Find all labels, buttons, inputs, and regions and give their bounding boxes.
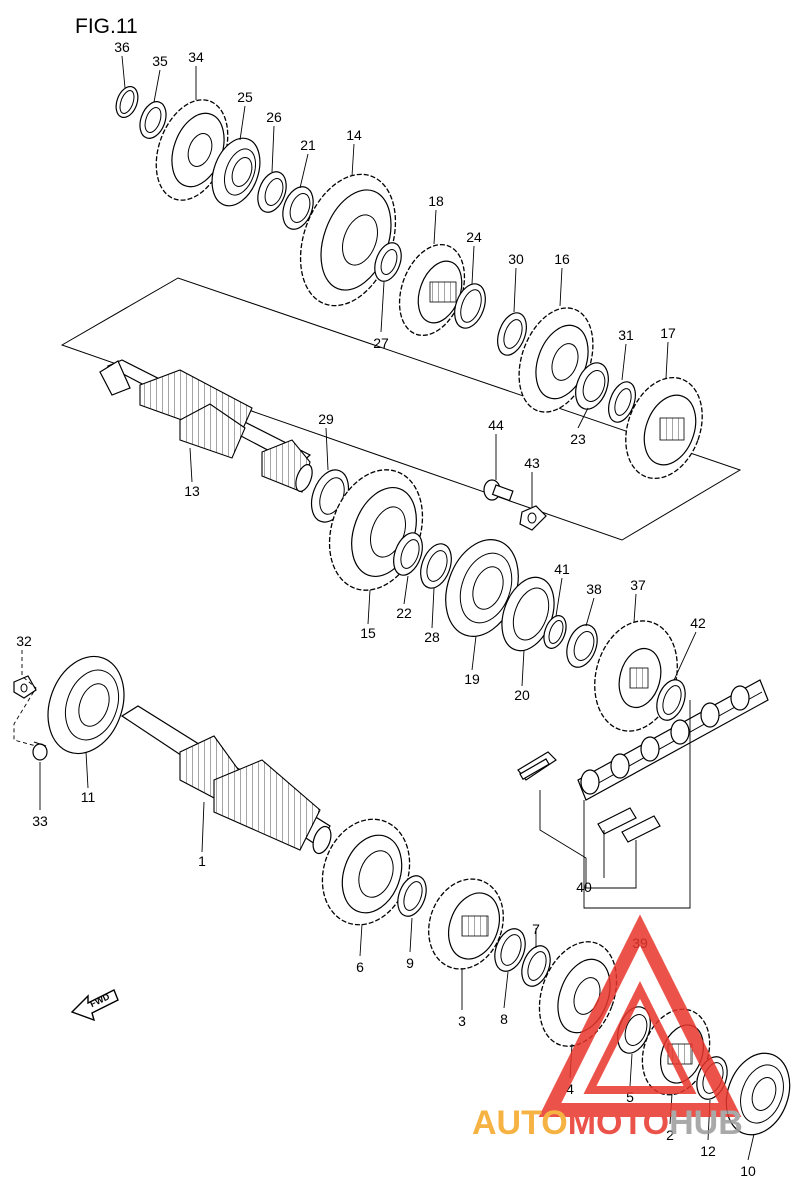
part-3-gear — [428, 878, 504, 970]
callout-1: 1 — [198, 853, 206, 869]
callout-43: 43 — [524, 455, 540, 471]
callout-31: 31 — [618, 327, 634, 343]
callout-33: 33 — [32, 813, 48, 829]
part-18-gear — [398, 244, 466, 336]
part-32-retainer — [13, 675, 37, 699]
part-10-bearing — [725, 1052, 791, 1136]
watermark-text: AUTOMOTOHUB — [472, 1104, 743, 1142]
callout-23: 23 — [570, 431, 586, 447]
callout-28: 28 — [424, 629, 440, 645]
part-25-bearing — [211, 137, 261, 207]
part-27-washer — [374, 242, 402, 282]
callout-16: 16 — [554, 251, 570, 267]
callout-6: 6 — [356, 959, 364, 975]
part-31-washer — [608, 381, 636, 423]
callout-7: 7 — [532, 921, 540, 937]
callout-36: 36 — [114, 39, 130, 55]
part-38-spacer — [566, 624, 598, 668]
part-8-washer — [494, 928, 526, 972]
part-44-bolt — [483, 479, 514, 502]
callout-29: 29 — [318, 411, 334, 427]
callout-27: 27 — [373, 335, 389, 351]
part-34-gear — [155, 99, 229, 201]
callout-22: 22 — [396, 605, 412, 621]
callout-34: 34 — [188, 49, 204, 65]
callout-24: 24 — [466, 229, 482, 245]
part-14-gear — [299, 173, 397, 307]
part-33-screw — [32, 741, 48, 761]
part-22-bushing — [393, 532, 423, 576]
countershaft-assembly-outline — [60, 277, 742, 541]
callout-2: 2 — [666, 1127, 674, 1143]
callout-5: 5 — [626, 1089, 634, 1105]
part-11-bearing — [47, 655, 125, 755]
callout-40: 40 — [576, 879, 592, 895]
callout-30: 30 — [508, 251, 524, 267]
part-37-sprocket — [594, 620, 678, 732]
figure-title: FIG.11 — [75, 15, 138, 38]
part-7-circlip — [521, 945, 551, 987]
callout-3: 3 — [458, 1013, 466, 1029]
part-41-o-ring — [543, 615, 567, 649]
part-23-bushing — [575, 362, 609, 410]
watermark-logo-icon — [538, 914, 742, 1117]
part-39-drive-chain — [577, 679, 769, 801]
part-20-oil-seal — [501, 576, 555, 652]
callout-38: 38 — [586, 581, 602, 597]
part-30-washer — [497, 312, 527, 356]
part-28-washer — [420, 543, 452, 589]
part-17-gear — [625, 376, 703, 480]
callout-8: 8 — [500, 1011, 508, 1027]
callout-25: 25 — [237, 89, 253, 105]
callout-18: 18 — [428, 193, 444, 209]
callout-9: 9 — [406, 955, 414, 971]
callout-labels: 36 35 34 25 26 21 14 18 24 27 30 16 31 1… — [16, 39, 756, 1179]
part-43-lock-washer — [519, 505, 547, 531]
fwd-arrow: FWD — [70, 989, 119, 1022]
part-24-circlip — [454, 283, 486, 329]
callout-12: 12 — [700, 1143, 716, 1159]
part-42-circlip — [656, 679, 686, 721]
part-35-washer — [139, 101, 167, 139]
leader-lines — [13, 55, 755, 1161]
part-26-washer — [257, 171, 287, 213]
callout-35: 35 — [152, 53, 168, 69]
callout-42: 42 — [690, 615, 706, 631]
part-9-circlip — [397, 875, 427, 917]
part-21-bushing — [282, 186, 314, 230]
part-1-main-shaft — [120, 705, 332, 855]
callout-32: 32 — [16, 633, 32, 649]
callout-4: 4 — [566, 1081, 574, 1097]
part-36-circlip — [115, 85, 139, 119]
callout-17: 17 — [660, 325, 676, 341]
callout-13: 13 — [184, 483, 200, 499]
callout-10: 10 — [740, 1163, 756, 1179]
callout-37: 37 — [630, 577, 646, 593]
callout-19: 19 — [464, 671, 480, 687]
callout-11: 11 — [81, 789, 96, 805]
callout-15: 15 — [360, 625, 376, 641]
callout-14: 14 — [346, 127, 362, 143]
part-13-countershaft — [99, 359, 313, 493]
callout-20: 20 — [514, 687, 530, 703]
part-6-gear — [321, 818, 411, 926]
callout-21: 21 — [300, 137, 316, 153]
watermark: AUTOMOTOHUB — [472, 914, 743, 1142]
part-40-chain-joint — [517, 751, 661, 843]
callout-41: 41 — [554, 561, 570, 577]
callout-44: 44 — [488, 417, 504, 433]
callout-26: 26 — [266, 109, 282, 125]
part-16-gear — [518, 307, 594, 413]
